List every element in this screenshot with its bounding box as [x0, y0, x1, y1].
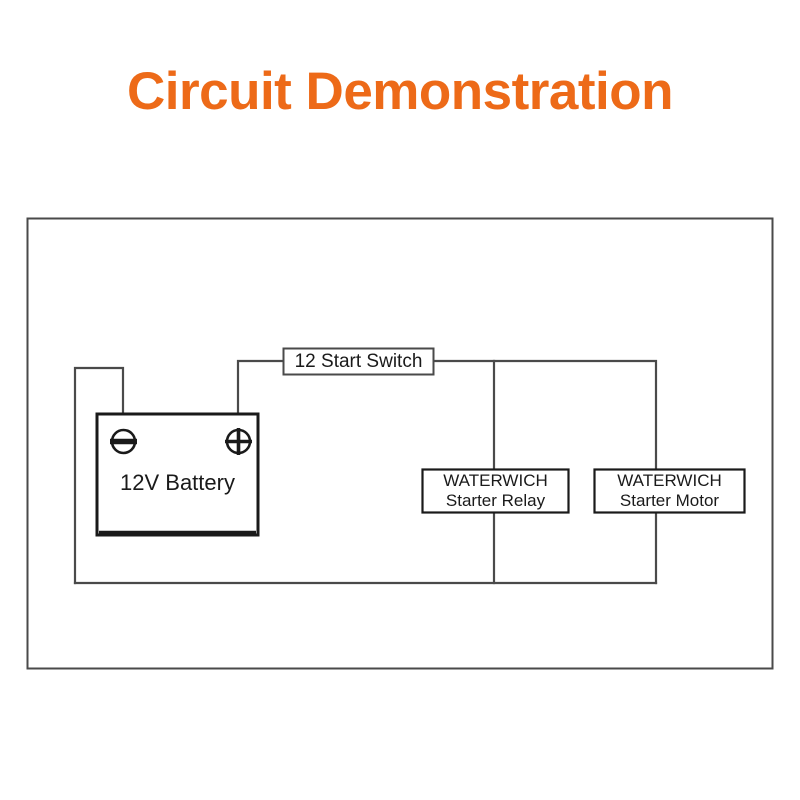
starter-relay-brand: WATERWICH — [443, 471, 548, 490]
wire-battery-positive — [236, 359, 285, 416]
start-switch-label: 12 Start Switch — [294, 351, 423, 372]
starter-motor-brand: WATERWICH — [617, 471, 722, 490]
starter-motor-box[interactable] — [593, 468, 746, 514]
start-switch-box[interactable] — [282, 347, 435, 376]
battery-label: 12V Battery — [120, 470, 235, 495]
starter-relay-box[interactable] — [421, 468, 570, 514]
starter-motor-label: WATERWICH Starter Motor — [595, 471, 744, 511]
starter-relay-label: WATERWICH Starter Relay — [423, 471, 568, 511]
wire-battery-negative — [73, 366, 125, 585]
starter-relay-name: Starter Relay — [445, 491, 546, 510]
battery-negative-terminal — [110, 428, 137, 455]
page-title: Circuit Demonstration — [126, 62, 674, 121]
battery-positive-terminal — [225, 428, 252, 455]
starter-motor-name: Starter Motor — [619, 491, 720, 510]
